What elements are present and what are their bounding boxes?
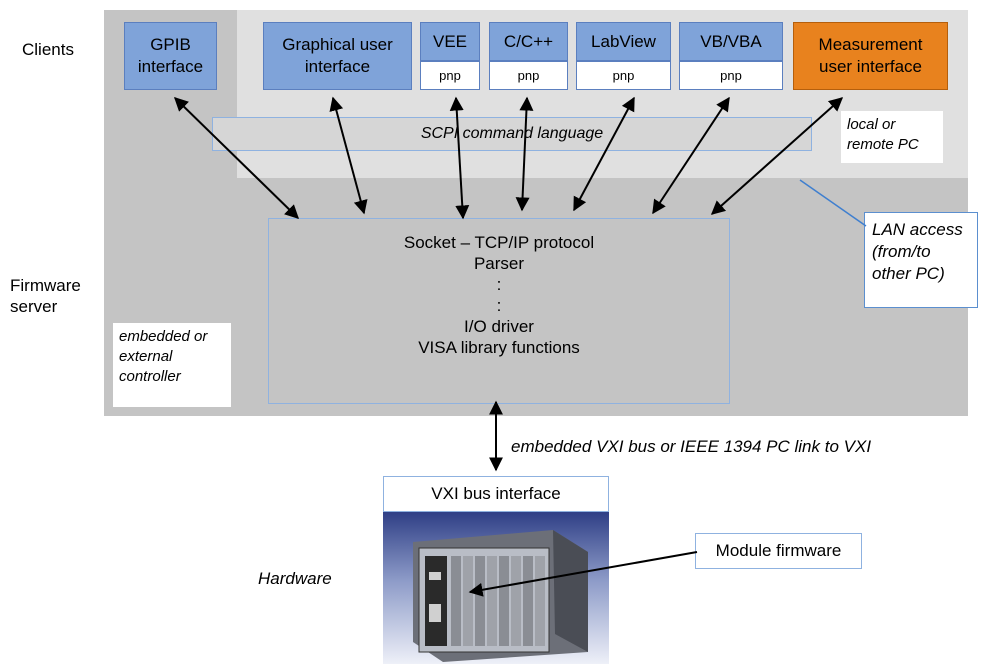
vee-pnp-box: pnp [420,61,480,90]
labview-box: LabView [576,22,671,61]
arrow-gpib-server [173,97,300,219]
arrow-cpp-server [515,96,534,212]
firmware-server-box: Socket – TCP/IP protocol Parser : : I/O … [268,218,730,404]
lan-access-leader [799,179,867,227]
ellipsis-line: : [496,296,502,315]
socket-protocol-line: Socket – TCP/IP protocol [403,233,595,252]
mainframe-illustration [413,530,588,662]
arrow-vb-server [652,96,730,215]
module-firmware-box: Module firmware [695,533,862,569]
parser-line: Parser [473,254,525,273]
cpp-pnp-box: pnp [489,61,568,90]
vb-vba-box: VB/VBA [679,22,783,61]
arrow-vee-server [449,96,470,220]
labview-pnp-box: pnp [576,61,671,90]
clients-tier-label: Clients [22,40,74,59]
hardware-tier-label: Hardware [258,569,332,588]
firmware-tier-label: Firmware server [10,276,81,316]
vb-pnp-box: pnp [679,61,783,90]
visa-library-line: VISA library functions [418,338,580,357]
io-driver-line: I/O driver [464,317,534,336]
cpp-box: C/C++ [489,22,568,61]
vxi-bus-interface-box: VXI bus interface [383,476,609,512]
vee-box: VEE [420,22,480,61]
arrow-gui-server [329,96,368,215]
vxi-mainframe-image [383,512,609,664]
arrow-module-firmware [468,551,698,597]
ellipsis-line: : [496,275,502,294]
bus-link-label: embedded VXI bus or IEEE 1394 PC link to… [511,437,872,456]
arrow-measurement-server [710,97,844,215]
arrow-labview-server [573,96,635,212]
